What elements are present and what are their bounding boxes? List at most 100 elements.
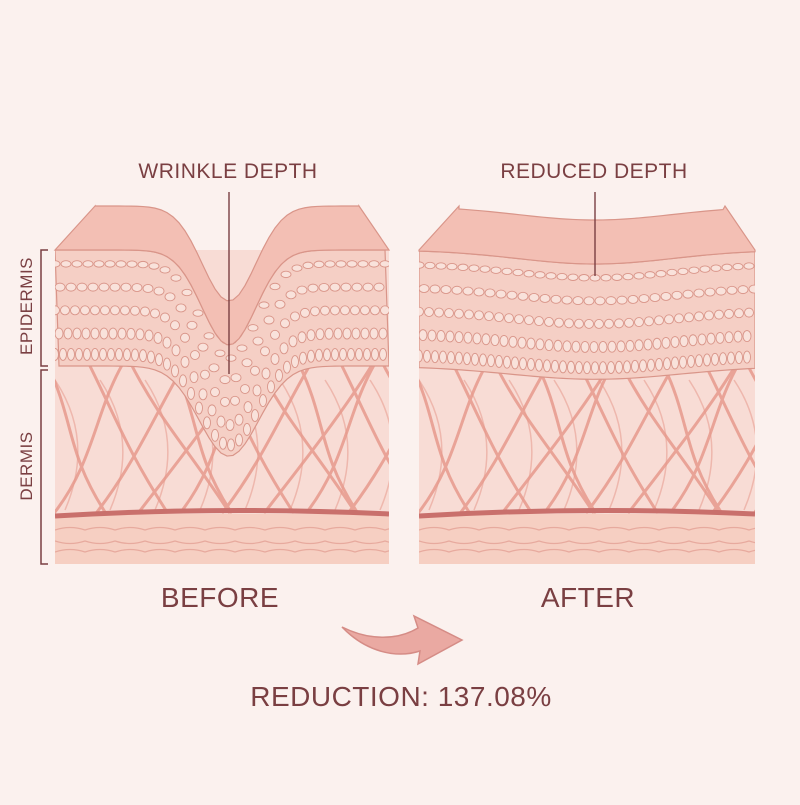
before-cell — [60, 305, 70, 316]
after-cell — [490, 266, 502, 274]
after-cell — [622, 273, 634, 281]
before-cell — [144, 329, 154, 342]
before-cell — [302, 261, 314, 269]
after-fiber — [659, 358, 723, 514]
before-cell — [91, 347, 99, 361]
before-cell — [291, 355, 299, 369]
after-cell — [511, 356, 519, 370]
before-cell — [155, 353, 163, 367]
after-cell — [419, 284, 430, 293]
before-cell — [63, 327, 73, 340]
after-cell — [564, 318, 574, 329]
before-cell — [368, 260, 380, 268]
after-cell — [598, 341, 608, 353]
before-cell — [211, 428, 219, 442]
after-cell — [744, 307, 754, 318]
before-cell — [187, 386, 195, 400]
before-cell — [270, 329, 280, 340]
before-caption: BEFORE — [160, 582, 280, 613]
before-fiber — [347, 447, 389, 514]
after-fat-wave — [419, 540, 755, 545]
before-fiber — [55, 358, 127, 514]
before-cell — [288, 335, 298, 348]
after-cell — [434, 307, 444, 318]
after-basement-line — [419, 507, 755, 519]
before-cell — [230, 395, 240, 406]
before-cell — [189, 371, 199, 384]
after-cell — [556, 273, 568, 281]
after-thin-fiber — [733, 379, 755, 511]
after-cell — [559, 360, 567, 374]
after-cell — [611, 273, 623, 281]
before-cell — [72, 327, 82, 340]
after-cell — [534, 316, 544, 327]
before-cell — [55, 327, 64, 340]
after-thin-fiber — [463, 379, 488, 511]
after-cell — [436, 330, 446, 342]
after-cell — [574, 318, 584, 329]
before-cell — [320, 305, 330, 316]
after-epidermal-cells — [419, 261, 755, 375]
after-cell — [584, 318, 594, 329]
after-cell — [670, 336, 680, 348]
after-cell — [727, 351, 735, 365]
after-cell — [544, 339, 554, 352]
before-fiber — [337, 358, 389, 465]
after-cell — [652, 337, 662, 350]
after-cell — [694, 311, 704, 322]
after-cell — [528, 292, 540, 302]
after-collagen-fibers — [419, 358, 755, 514]
after-cell — [655, 357, 663, 371]
before-cell — [283, 360, 291, 374]
before-cell — [107, 347, 115, 361]
after-cell — [589, 341, 599, 353]
after-cell — [639, 359, 647, 373]
after-fiber — [753, 509, 755, 514]
after-fiber — [585, 358, 679, 514]
before-cell — [137, 260, 149, 269]
after-cell — [490, 334, 500, 347]
after-cell — [419, 329, 428, 342]
after-cell — [427, 329, 437, 342]
after-cell — [463, 331, 473, 344]
after-fat-wave — [419, 526, 755, 531]
before-cell — [299, 351, 307, 365]
layer-brackets — [40, 249, 48, 565]
before-cell — [379, 347, 387, 361]
before-thin-fiber — [99, 379, 124, 511]
before-cell — [192, 309, 204, 317]
after-cell — [561, 295, 573, 305]
after-cell — [724, 331, 734, 344]
after-cell — [706, 332, 716, 345]
after-thin-fiber — [419, 379, 443, 511]
epidermis-label: EPIDERMIS — [17, 256, 36, 356]
after-cell — [687, 354, 695, 368]
after-thin-fiber — [643, 379, 668, 511]
before-cell — [208, 363, 220, 373]
before-fiber — [305, 358, 379, 514]
after-cell — [424, 307, 434, 318]
dermis-bracket — [40, 369, 48, 565]
before-cell — [216, 415, 226, 428]
after-cell — [487, 354, 495, 368]
before-cell — [171, 364, 179, 378]
after-thin-fibers — [419, 379, 755, 511]
after-cell — [580, 340, 590, 353]
after-cell — [545, 272, 557, 280]
after-cell — [440, 285, 452, 295]
before-panel — [53, 192, 391, 564]
before-cell — [243, 423, 251, 436]
after-cell — [644, 271, 656, 279]
before-cell — [65, 282, 77, 292]
before-cell — [240, 384, 250, 394]
after-cell — [454, 308, 464, 319]
before-cell — [225, 354, 237, 362]
after-cell — [484, 311, 494, 322]
after-cell — [714, 309, 724, 320]
before-cell — [342, 327, 352, 340]
before-cell — [186, 320, 198, 330]
before-cell — [258, 301, 270, 309]
after-cell — [616, 295, 628, 305]
